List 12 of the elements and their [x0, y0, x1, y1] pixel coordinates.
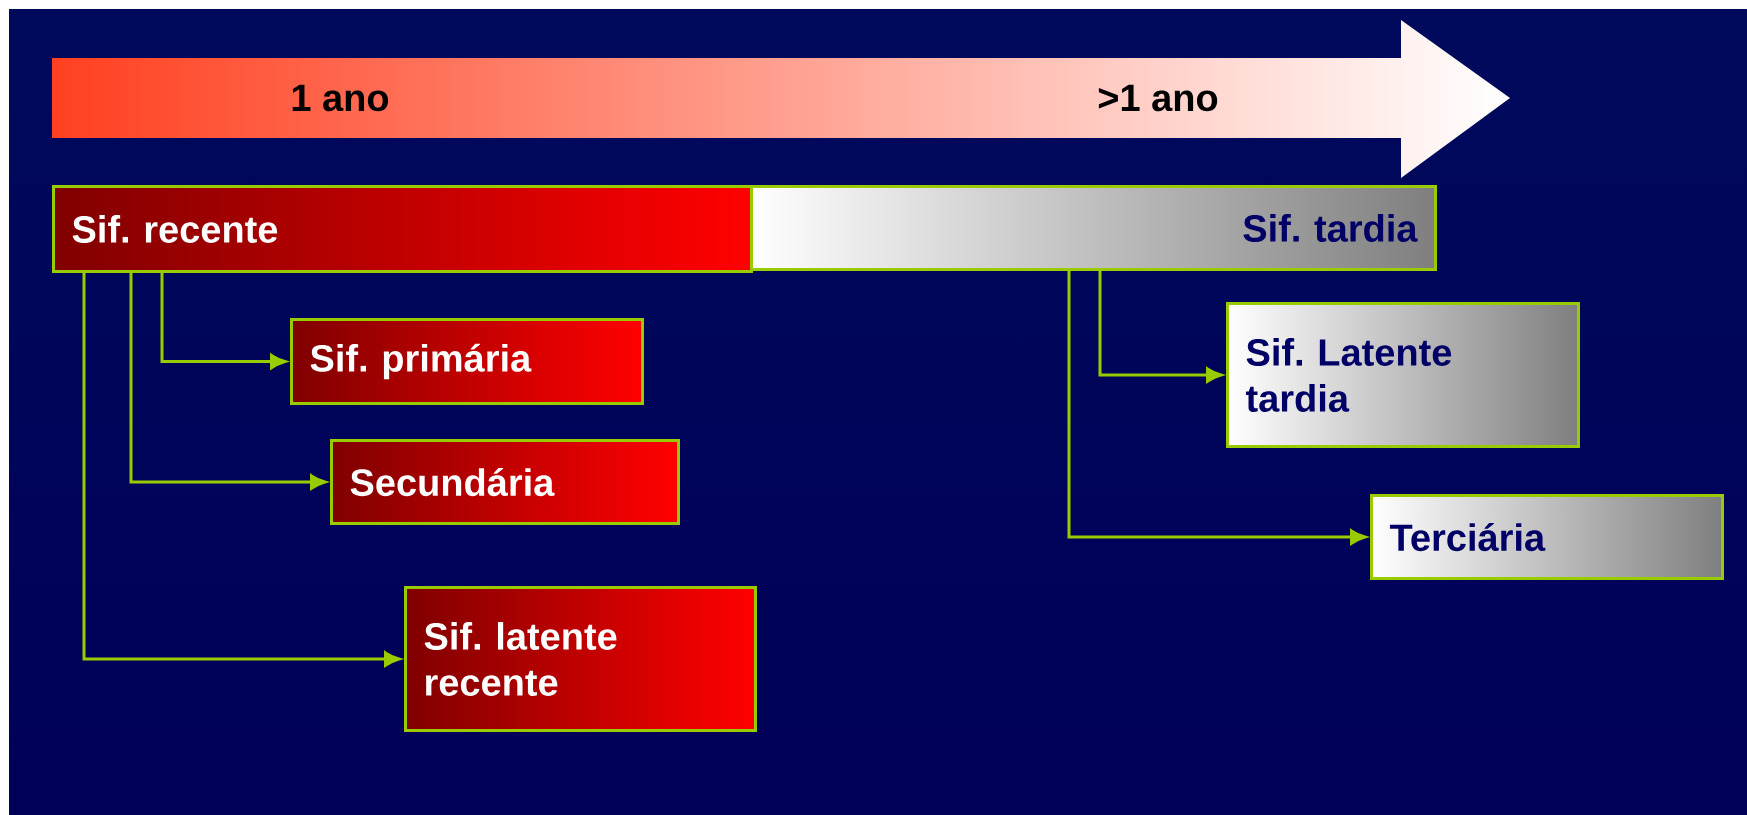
stage-box: Secundária: [330, 439, 680, 525]
stage-box: Sif. primária: [290, 318, 644, 405]
period-label: 1 ano: [292, 84, 389, 112]
stage-box: Sif. Latente tardia: [1226, 302, 1580, 448]
connector-arrow: [1098, 271, 1223, 383]
stage-box: Sif. latente recente: [404, 586, 757, 732]
connector-arrow: [1067, 271, 1367, 545]
period-label: >1 ano: [1098, 84, 1218, 112]
period-bar: Sif. recente: [52, 185, 753, 273]
connector-arrow: [82, 273, 401, 667]
stage-box: Terciária: [1370, 494, 1724, 580]
period-bar: Sif. tardia: [750, 185, 1437, 271]
